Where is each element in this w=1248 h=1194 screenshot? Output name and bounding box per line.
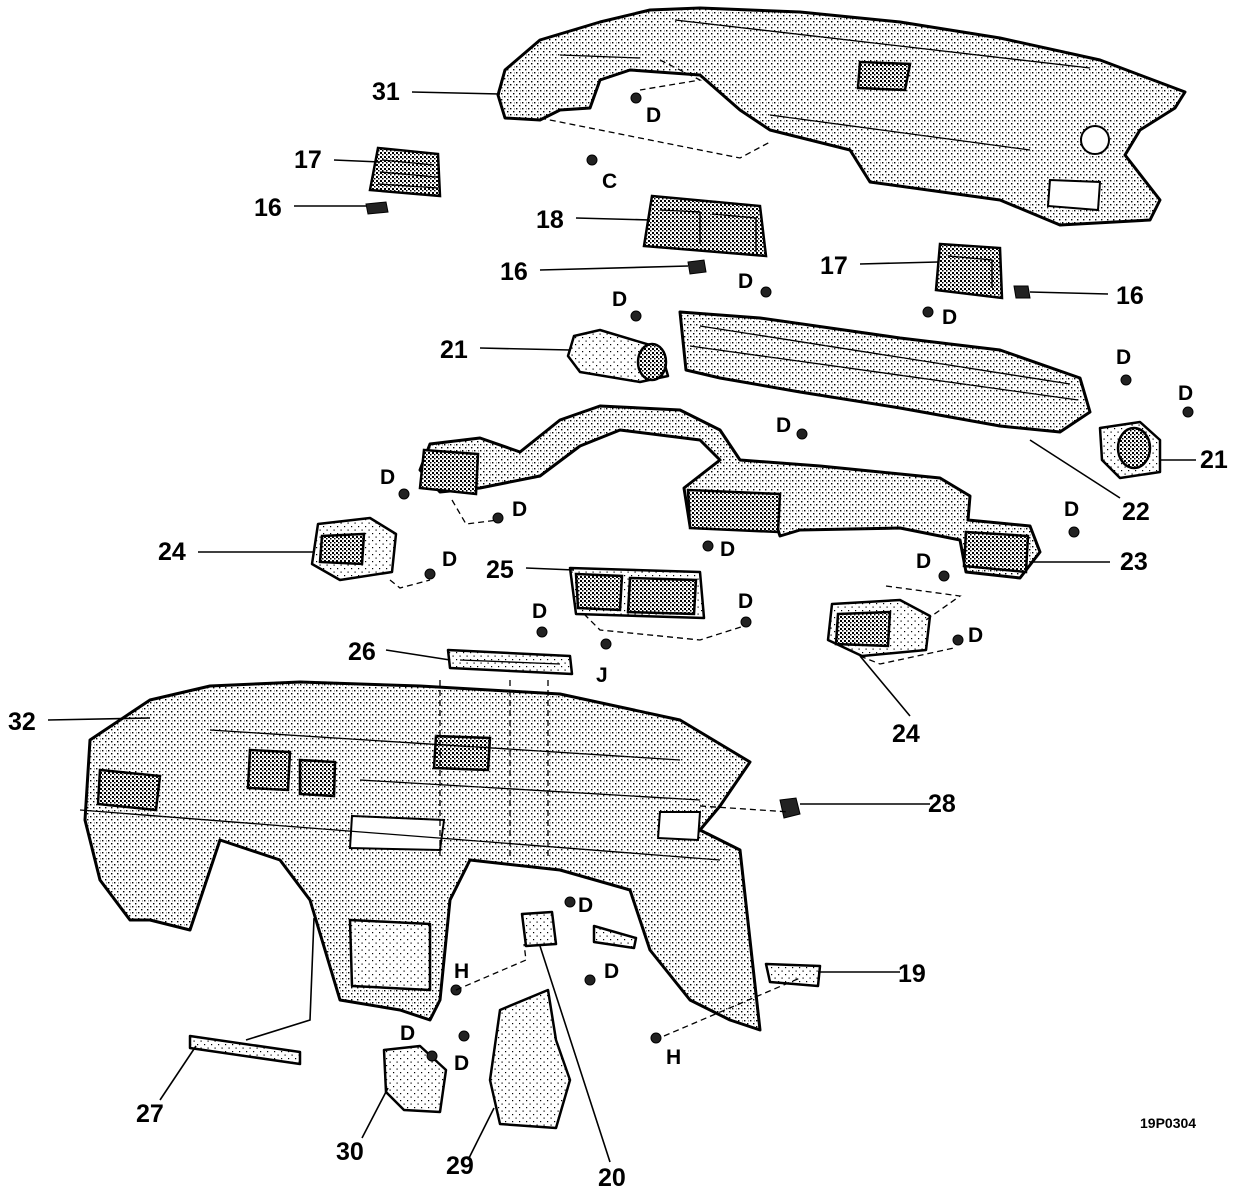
screw-d-3 [630, 310, 642, 322]
callout-29: 29 [446, 1152, 474, 1180]
fastener-label: D [942, 306, 957, 329]
callout-22: 22 [1122, 498, 1150, 526]
screw-d-11 [702, 540, 714, 552]
side-vent-part-17-right [934, 242, 1004, 300]
callout-23: 23 [1120, 548, 1148, 576]
screw-d-15 [536, 626, 548, 638]
instrument-panel-part-32 [79, 680, 762, 1032]
screw-d-10 [1068, 526, 1080, 538]
screw-d-13 [938, 570, 950, 582]
fastener-label: D [968, 624, 983, 647]
callout-26: 26 [348, 638, 376, 666]
trim-bar-part-27 [188, 1034, 302, 1066]
fastener-label: D [776, 414, 791, 437]
fastener-label: D [738, 270, 753, 293]
screw-d-14 [740, 616, 752, 628]
fastener-labels: D C D D D D D D D D D D D D D D J D D H … [380, 104, 1193, 1075]
center-register-part-25 [568, 566, 706, 620]
fastener-label: D [578, 894, 593, 917]
leader-lines [47, 91, 1196, 1163]
clip-part-16-right [1013, 285, 1031, 299]
upper-dash-cover-part-31 [496, 6, 1187, 227]
fastener-label: D [1178, 382, 1193, 405]
screw-d-5 [1120, 374, 1132, 386]
screw-d-6 [1182, 406, 1194, 418]
fastener-label: D [442, 548, 457, 571]
callout-27: 27 [136, 1100, 164, 1128]
screw-d-1 [630, 92, 642, 104]
fastener-label: D [512, 498, 527, 521]
brace-part-19 [764, 962, 822, 988]
fastener-label: D [1064, 498, 1079, 521]
callout-32: 32 [8, 708, 36, 736]
fastener-label: D [738, 590, 753, 613]
fastener-label: D [720, 538, 735, 561]
fastener-label: D [532, 600, 547, 623]
screw-d-19 [458, 1030, 470, 1042]
ventilation-duct-part-23 [418, 404, 1042, 580]
screws [398, 92, 1194, 1062]
callout-16-left: 16 [254, 194, 282, 222]
screw-c [586, 154, 598, 166]
fastener-label: J [596, 664, 608, 687]
screw-d-20 [426, 1050, 438, 1062]
callout-16-right: 16 [1116, 282, 1144, 310]
defroster-nozzle-part-21-right [1098, 420, 1162, 480]
callout-20: 20 [598, 1164, 626, 1192]
screw-h-2 [650, 1032, 662, 1044]
fastener-label: D [604, 960, 619, 983]
defroster-duct-part-22 [678, 310, 1092, 434]
callout-28: 28 [928, 790, 956, 818]
center-vent-part-18 [642, 194, 768, 258]
register-part-24-right [826, 598, 932, 658]
callout-21-right: 21 [1200, 446, 1228, 474]
callout-24-right: 24 [892, 720, 920, 748]
side-vent-part-17-left [368, 146, 442, 198]
screw-d-18 [584, 974, 596, 986]
callout-31: 31 [372, 78, 400, 106]
bracket-part-26 [446, 648, 574, 676]
callout-18: 18 [536, 206, 564, 234]
clip-part-28 [779, 797, 801, 819]
diagram-code: 19P0304 [1140, 1115, 1196, 1131]
clip-part-16-left [365, 201, 389, 215]
screw-d-7 [796, 428, 808, 440]
callout-21-left: 21 [440, 336, 468, 364]
assembly-lines [389, 59, 962, 1037]
callout-25: 25 [486, 556, 514, 584]
fastener-label: D [454, 1052, 469, 1075]
callout-17-left: 17 [294, 146, 322, 174]
bracket-part-29 [488, 988, 572, 1130]
clip-part-16-center [687, 259, 707, 275]
fastener-label: H [454, 960, 469, 983]
brace-part-20 [520, 910, 638, 950]
callout-30: 30 [336, 1138, 364, 1166]
register-part-24-left [310, 516, 398, 582]
defroster-nozzle-part-21-left [566, 328, 670, 384]
callout-17-right: 17 [820, 252, 848, 280]
fastener-label: D [380, 466, 395, 489]
callout-19: 19 [898, 960, 926, 988]
fastener-label: D [612, 288, 627, 311]
fastener-label: D [916, 550, 931, 573]
screw-d-17 [564, 896, 576, 908]
screw-d-4 [922, 306, 934, 318]
screw-d-16 [952, 634, 964, 646]
fastener-label: D [1116, 346, 1131, 369]
screw-d-12 [424, 568, 436, 580]
screw-d-2 [760, 286, 772, 298]
fastener-label: H [666, 1046, 681, 1069]
fastener-label: D [646, 104, 661, 127]
callout-16-center: 16 [500, 258, 528, 286]
screw-d-8 [398, 488, 410, 500]
fastener-label: D [400, 1022, 415, 1045]
callout-24-left: 24 [158, 538, 186, 566]
fastener-label: C [602, 170, 617, 193]
callout-labels: 31 17 16 18 16 17 16 21 21 22 24 25 23 2… [8, 78, 1228, 1192]
screw-j [600, 638, 612, 650]
screw-d-9 [492, 512, 504, 524]
